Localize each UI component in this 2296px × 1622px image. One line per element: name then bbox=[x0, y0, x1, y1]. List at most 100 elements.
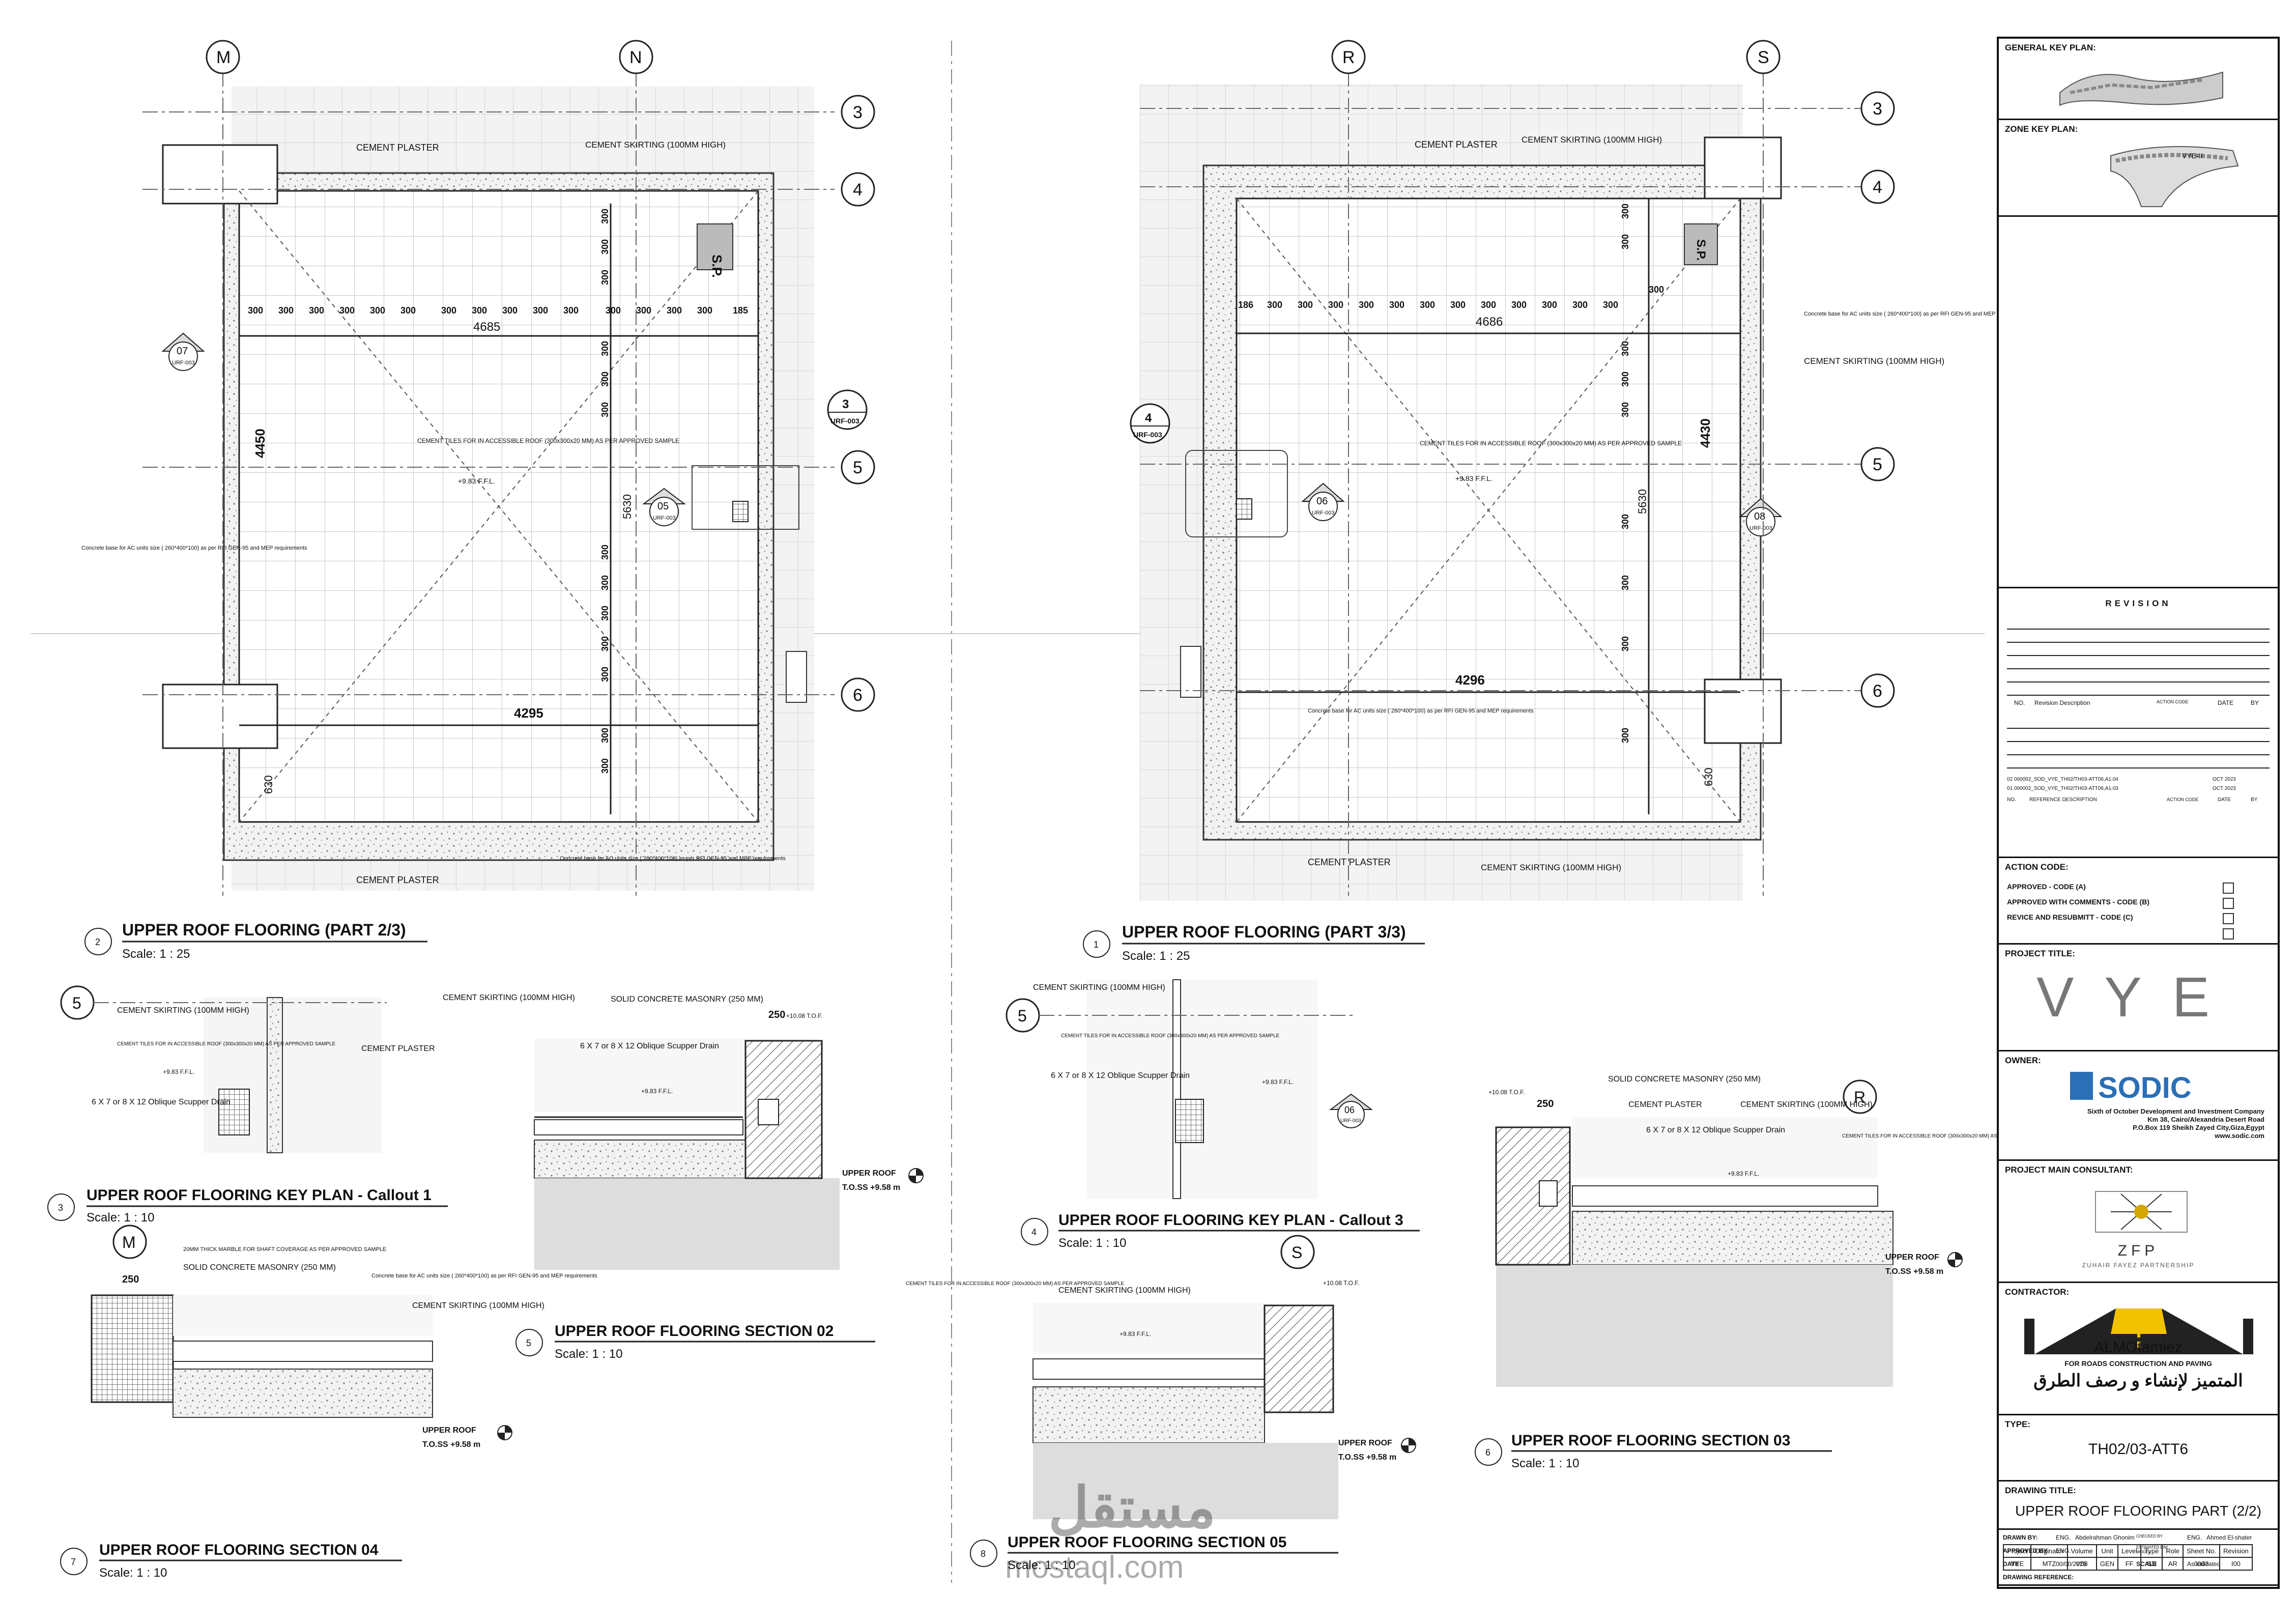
callout-box bbox=[692, 465, 799, 530]
consultant-block: PROJECT MAIN CONSULTANT: ZFP ZUHAIR FAYE… bbox=[1999, 1161, 2278, 1283]
tile-dim: 300 bbox=[697, 305, 712, 316]
drawing-ref-label: DRAWING REFERENCE: bbox=[2003, 1574, 2074, 1581]
detail-section-02: CEMENT SKIRTING (100MM HIGH) SOLID CONCR… bbox=[443, 993, 924, 1361]
ref-action: ACTION CODE bbox=[2167, 797, 2199, 802]
callout1-scale: Scale: 1 : 10 bbox=[87, 1211, 154, 1225]
tile-dim: 300 bbox=[1620, 728, 1630, 743]
tile-dim: 300 bbox=[1572, 300, 1588, 310]
tile-dim: 300 bbox=[1620, 575, 1630, 590]
action-c-checkbox[interactable] bbox=[2223, 913, 2234, 924]
scupper-drain bbox=[218, 1089, 250, 1135]
grid-label: N bbox=[629, 48, 642, 67]
plan-right-scale: Scale: 1 : 25 bbox=[1122, 949, 1190, 963]
revision-title: REVISION bbox=[2105, 599, 2171, 608]
drawn-by-label: DRAWN BY: bbox=[2003, 1534, 2038, 1541]
column-top bbox=[1704, 136, 1782, 200]
ac-note: Concrete base for AC units size ( 260*40… bbox=[371, 1273, 597, 1279]
grid-bubble-5 bbox=[1860, 447, 1895, 481]
tile-dim: 300 bbox=[600, 372, 610, 387]
sec03-title: UPPER ROOF FLOORING SECTION 03 bbox=[1511, 1432, 1790, 1449]
ref-value: VYE bbox=[2002, 1557, 2032, 1571]
type-block: TYPE: TH02/03-ATT6 bbox=[1999, 1415, 2278, 1482]
sec05-scale: Scale: 1 : 10 bbox=[1008, 1558, 1075, 1572]
tile-dim: 300 bbox=[1542, 300, 1557, 310]
detail-section-03: R 250 +10.08 T.O.F. SOLID CONCRETE MASON… bbox=[1475, 1075, 2061, 1470]
callout-bubble-s: S bbox=[1292, 1243, 1302, 1262]
door-frame bbox=[1180, 646, 1201, 698]
project-title-label: PROJECT TITLE: bbox=[2005, 949, 2075, 958]
tile-dim: 300 bbox=[309, 305, 324, 316]
tof-level: +10.08 T.O.F. bbox=[1488, 1089, 1525, 1096]
plan-left-tile-dims: 300 300 300 300 300 300 300 300 300 300 … bbox=[248, 305, 712, 316]
general-key-plan-label: GENERAL KEY PLAN: bbox=[2005, 43, 2096, 52]
view-number: 4 bbox=[1031, 1227, 1037, 1237]
tile-dim: 300 bbox=[1620, 372, 1630, 387]
dim-185: 185 bbox=[733, 305, 748, 316]
tag-05: 05 bbox=[657, 501, 669, 512]
plan-titles: 2 UPPER ROOF FLOORING (PART 2/3) Scale: … bbox=[84, 921, 1425, 963]
plan-left-tags: 07 URF-003 05 URF-003 3 URF-003 bbox=[161, 332, 868, 526]
cement-plaster-label-bottom: CEMENT PLASTER bbox=[1308, 857, 1391, 867]
grid-label: 4 bbox=[853, 180, 863, 200]
view-number: 2 bbox=[95, 937, 100, 947]
action-extra-checkbox[interactable] bbox=[2223, 928, 2234, 940]
masonry-label: SOLID CONCRETE MASONRY (250 MM) bbox=[1608, 1075, 1761, 1084]
upper-roof-label: UPPER ROOF bbox=[842, 1169, 896, 1178]
ref-date: DATE bbox=[2218, 797, 2231, 803]
tile-dim: 300 bbox=[472, 305, 487, 316]
sp-label: S.P. bbox=[1694, 239, 1708, 261]
action-a-checkbox[interactable] bbox=[2223, 883, 2234, 894]
sodic-logo-icon bbox=[2070, 1072, 2093, 1100]
general-key-plan: GENERAL KEY PLAN: bbox=[1999, 39, 2278, 120]
tile-dim: 300 bbox=[278, 305, 294, 316]
skirting-label: CEMENT SKIRTING (100MM HIGH) bbox=[117, 1006, 249, 1015]
scupper-drain bbox=[732, 501, 749, 522]
tile-dim: 300 bbox=[1298, 300, 1313, 310]
grid-bubble-6 bbox=[841, 677, 875, 712]
dim-5630: 5630 bbox=[1636, 489, 1649, 514]
upper-roof-label: UPPER ROOF bbox=[1338, 1439, 1392, 1447]
rev-date: DATE bbox=[2218, 699, 2234, 706]
view-number: 5 bbox=[526, 1338, 531, 1348]
slope-line bbox=[239, 190, 759, 822]
type-label: TYPE: bbox=[2005, 1419, 2031, 1429]
ffl-level: +9.83 F.F.L. bbox=[1455, 474, 1493, 482]
callout1-title: UPPER ROOF FLOORING KEY PLAN - Callout 1 bbox=[87, 1187, 432, 1204]
tag-06: 06 bbox=[1344, 1105, 1355, 1115]
dim-4686: 4686 bbox=[1476, 315, 1503, 329]
tile-dim: 300 bbox=[1328, 300, 1343, 310]
tile-dim: 300 bbox=[667, 305, 682, 316]
ac-note: Concrete base for AC units size ( 260*40… bbox=[81, 545, 307, 551]
tile-dim: 300 bbox=[1481, 300, 1496, 310]
skirting-label: CEMENT SKIRTING (100MM HIGH) bbox=[1740, 1100, 1873, 1109]
action-b-checkbox[interactable] bbox=[2223, 898, 2234, 909]
tile-dim: 300 bbox=[600, 270, 610, 285]
view-number: 1 bbox=[1094, 940, 1099, 950]
tiles-note: CEMENT TILES FOR IN ACCESSIBLE ROOF (300… bbox=[906, 1281, 1125, 1287]
masonry-label: SOLID CONCRETE MASONRY (250 MM) bbox=[183, 1263, 336, 1272]
drawing-reference-table: Project Originator Volume Unit Level Typ… bbox=[2002, 1544, 2253, 1571]
owner-addr1: Sixth of October Development and Investm… bbox=[2087, 1107, 2264, 1115]
owner-logo: SODIC bbox=[2098, 1071, 2192, 1104]
consultant-label: PROJECT MAIN CONSULTANT: bbox=[2005, 1165, 2133, 1175]
drawing-title-block: DRAWING TITLE: UPPER ROOF FLOORING PART … bbox=[1999, 1482, 2278, 1530]
cement-plaster-label-bottom: CEMENT PLASTER bbox=[356, 875, 439, 885]
plaster-label: CEMENT PLASTER bbox=[361, 1044, 435, 1053]
rev-by: BY bbox=[2251, 699, 2259, 706]
blank-area bbox=[1999, 217, 2278, 588]
tof-level: +10.08 T.O.F. bbox=[1323, 1279, 1360, 1287]
sec04-scale: Scale: 1 : 10 bbox=[99, 1566, 167, 1580]
dim-4296: 4296 bbox=[1455, 672, 1485, 688]
detail-section-04: M 250 20MM THICK MARBLE FOR SHAFT COVERA… bbox=[60, 1225, 597, 1580]
sec02-scale: Scale: 1 : 10 bbox=[555, 1347, 622, 1361]
tag-06-ref: URF-003 bbox=[1312, 510, 1335, 516]
tile-dim: 300 bbox=[1389, 300, 1404, 310]
ref-by: BY bbox=[2251, 797, 2258, 803]
ref-header: Level bbox=[2117, 1544, 2142, 1558]
tile-dim: 300 bbox=[600, 239, 610, 254]
plan-right-title: UPPER ROOF FLOORING (PART 3/3) bbox=[1122, 923, 1406, 941]
ref-value: V08 bbox=[2067, 1557, 2097, 1571]
owner-addr3: P.O.Box 119 Sheikh Zayed City,Giza,Egypt bbox=[2133, 1124, 2264, 1131]
tiles-note: CEMENT TILES FOR IN ACCESSIBLE ROOF (300… bbox=[1061, 1033, 1280, 1039]
grid-bubble-4 bbox=[841, 172, 875, 207]
